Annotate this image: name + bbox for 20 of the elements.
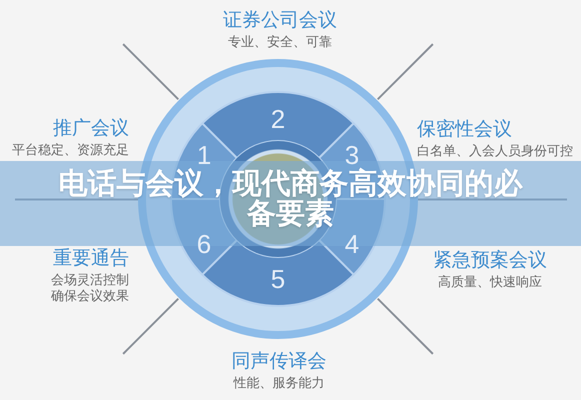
topic-heading: 紧急预案会议 bbox=[433, 250, 547, 272]
topic-description: 高质量、快速响应 bbox=[438, 274, 542, 290]
ring-segment bbox=[169, 197, 239, 277]
topic-description: 专业、安全、可靠 bbox=[228, 34, 332, 50]
topic-heading: 重要通告 bbox=[53, 248, 129, 270]
segment-number: 5 bbox=[270, 266, 286, 292]
topic-description: 平台稳定、资源充足 bbox=[12, 142, 129, 158]
segment-number: 6 bbox=[196, 230, 212, 257]
topic-heading: 证券公司会议 bbox=[223, 10, 337, 32]
segment-number: 2 bbox=[270, 106, 286, 132]
topic-heading: 同声传译会 bbox=[232, 351, 326, 373]
topic-description: 会场灵活控制确保会议效果 bbox=[50, 272, 129, 304]
topic-description: 白名单、入会人员身份可控 bbox=[417, 143, 573, 159]
title: 电话与会议，现代商务高效协同的必备要素 bbox=[58, 169, 524, 229]
topic-heading: 保密性会议 bbox=[417, 119, 512, 141]
segment-number: 3 bbox=[344, 142, 360, 168]
segment-number: 4 bbox=[344, 230, 360, 257]
topic-description: 性能、服务能力 bbox=[234, 375, 324, 391]
topic-heading: 推广会议 bbox=[53, 118, 129, 140]
segment-number: 1 bbox=[196, 142, 212, 168]
